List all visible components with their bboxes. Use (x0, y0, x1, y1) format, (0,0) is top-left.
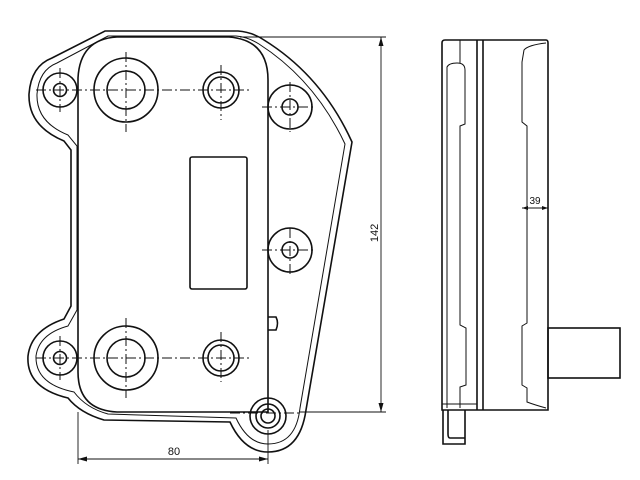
gasket-inner-outline (35, 35, 346, 445)
side-inner-right (521, 42, 547, 409)
small-tab (268, 316, 279, 331)
hole-right-middle (267, 227, 313, 273)
width-dimension-label: 80 (168, 446, 180, 458)
side-inner-left (446, 62, 467, 408)
boss-large-bottom (93, 325, 159, 391)
hole-right-top (267, 84, 313, 130)
hole-left-top (42, 72, 78, 108)
boss-large-top (93, 57, 159, 123)
dimension-width: 80 (77, 412, 269, 464)
boss-small-top (202, 71, 240, 109)
dimension-depth: 39 (522, 196, 548, 210)
side-view: 39 (441, 39, 621, 445)
height-dimension-label: 142 (369, 224, 381, 242)
side-outer-body (441, 39, 549, 411)
side-outlet-pipe (547, 327, 621, 379)
side-bottom-tab (442, 410, 466, 445)
hole-right-bottom (249, 397, 287, 435)
hole-left-bottom (42, 340, 78, 376)
depth-dimension-label: 39 (529, 196, 541, 207)
front-view: 142 80 (27, 30, 386, 464)
boss-small-bottom (202, 339, 240, 377)
core-plate (77, 36, 269, 413)
window-rect (189, 156, 248, 290)
dimension-height: 142 (240, 36, 386, 413)
gasket-outer-outline (27, 30, 353, 453)
centerlines (36, 52, 316, 414)
